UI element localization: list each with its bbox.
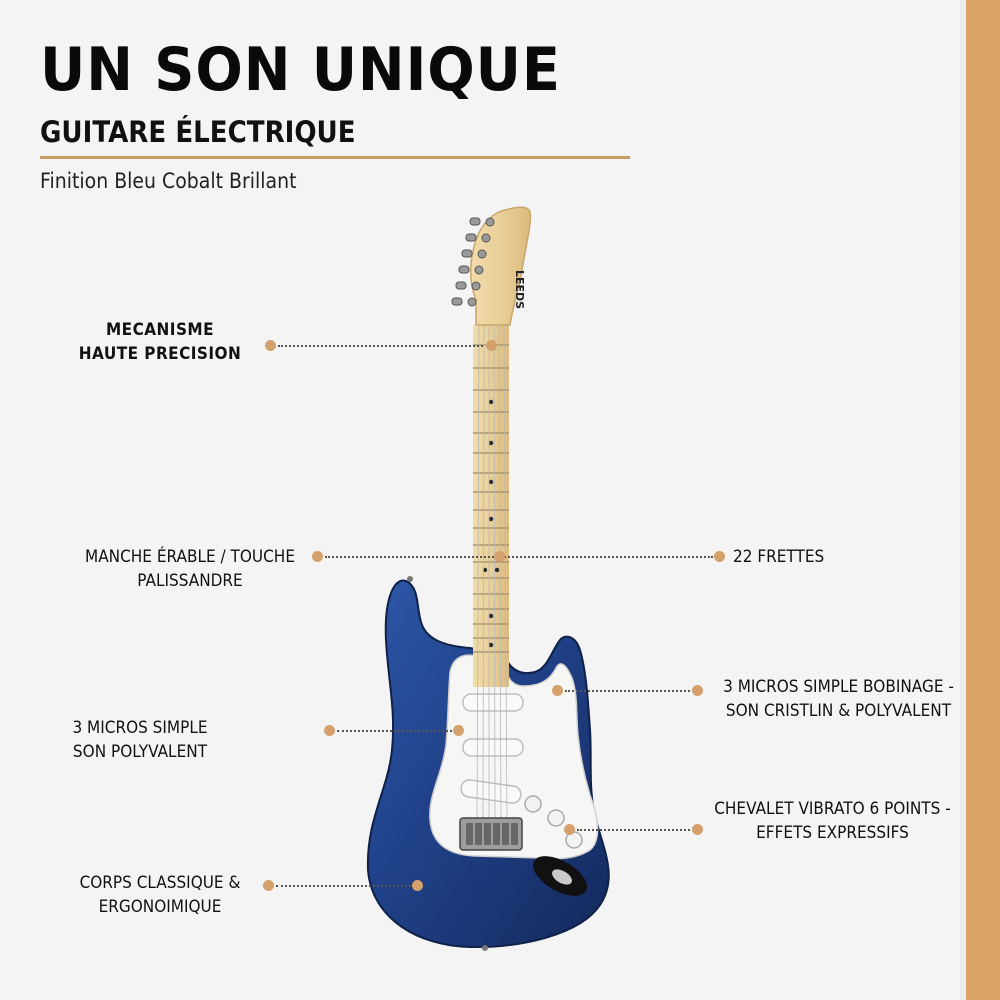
marker-dot bbox=[564, 824, 575, 835]
leader-line bbox=[278, 345, 483, 347]
marker-dot bbox=[265, 340, 276, 351]
leader-line bbox=[565, 690, 690, 692]
marker-dot bbox=[453, 725, 464, 736]
page-title: UN SON UNIQUE bbox=[40, 35, 561, 105]
callout-frettes: 22 FRETTES bbox=[733, 547, 825, 567]
leader-line bbox=[337, 730, 452, 732]
marker-dot bbox=[263, 880, 274, 891]
side-edge bbox=[960, 0, 966, 1000]
callout-mecanisme: MECANISME HAUTE PRECISION bbox=[78, 320, 242, 364]
callout-corps: CORPS CLASSIQUE & ERGONOIMIQUE bbox=[79, 873, 241, 917]
leader-line bbox=[577, 829, 690, 831]
leader-line bbox=[276, 885, 411, 887]
page-subtitle: GUITARE ÉLECTRIQUE bbox=[40, 115, 356, 149]
finish-text: Finition Bleu Cobalt Brillant bbox=[40, 169, 297, 193]
tuners bbox=[451, 217, 495, 307]
headstock-logo: LEEDS bbox=[513, 270, 526, 309]
callout-micros-simple: 3 MICROS SIMPLE SON POLYVALENT bbox=[72, 718, 208, 762]
marker-dot bbox=[324, 725, 335, 736]
knobs bbox=[524, 795, 583, 849]
marker-dot bbox=[412, 880, 423, 891]
callout-manche: MANCHE ÉRABLE / TOUCHE PALISSANDRE bbox=[84, 547, 295, 591]
marker-dot bbox=[692, 824, 703, 835]
marker-dot bbox=[552, 685, 563, 696]
callout-chevalet: CHEVALET VIBRATO 6 POINTS - EFFETS EXPRE… bbox=[714, 799, 951, 843]
title-rule bbox=[40, 156, 630, 159]
callout-micros-bobinage: 3 MICROS SIMPLE BOBINAGE - SON CRISTLIN … bbox=[723, 677, 954, 721]
leader-line bbox=[325, 556, 713, 558]
pickups bbox=[460, 693, 524, 804]
marker-dot bbox=[312, 551, 323, 562]
side-accent-bar bbox=[966, 0, 1000, 1000]
marker-dot bbox=[714, 551, 725, 562]
marker-dot bbox=[486, 340, 497, 351]
marker-dot bbox=[692, 685, 703, 696]
marker-dot bbox=[494, 551, 505, 562]
